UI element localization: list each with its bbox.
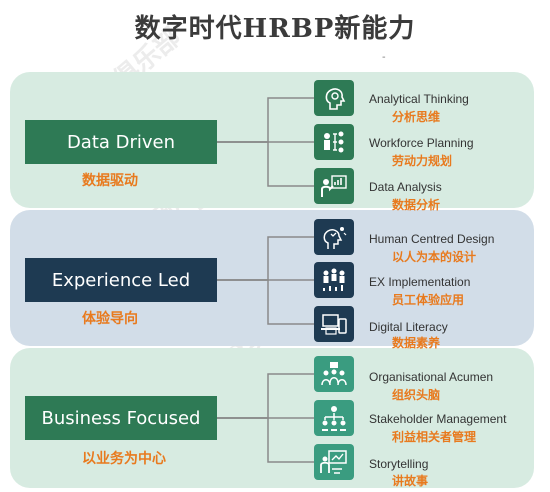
team-discussion-icon	[314, 356, 354, 392]
item-stakeholder-management-cn: 利益相关者管理	[392, 430, 477, 444]
head-gear-icon	[314, 80, 354, 116]
connector	[217, 279, 314, 325]
category-business-focused-cn: 以业务为中心	[82, 451, 166, 467]
item-storytelling-cn: 讲故事	[392, 474, 429, 488]
item-organisational-acumen: Organisational Acumen	[369, 370, 494, 384]
stakeholder-tree-icon	[314, 400, 354, 436]
item-ex-implementation: EX Implementation	[369, 275, 471, 289]
item-ex-implementation-cn: 员工体验应用	[392, 293, 465, 307]
devices-icon	[314, 306, 354, 342]
item-digital-literacy-cn: 数据素养	[392, 336, 441, 350]
item-storytelling: Storytelling	[369, 457, 429, 471]
item-workforce-planning: Workforce Planning	[369, 136, 474, 150]
item-human-centred-design: Human Centred Design	[369, 232, 495, 246]
head-ideas-icon	[314, 219, 354, 255]
category-data-driven: Data Driven	[25, 120, 217, 164]
item-organisational-acumen-cn: 组织头脑	[392, 388, 441, 402]
item-data-analysis-cn: 数据分析	[392, 198, 441, 212]
category-data-driven-cn: 数据驱动	[82, 173, 138, 189]
presentation-board-icon	[314, 444, 354, 480]
category-business-focused: Business Focused	[25, 396, 217, 440]
org-people-icon	[314, 124, 354, 160]
item-stakeholder-management: Stakeholder Management	[369, 412, 507, 426]
connector	[217, 141, 314, 187]
connector	[217, 373, 314, 419]
people-growth-icon	[314, 262, 354, 298]
item-data-analysis: Data Analysis	[369, 180, 442, 194]
category-experience-led: Experience Led	[25, 258, 217, 302]
item-analytical-thinking: Analytical Thinking	[369, 92, 469, 106]
connector	[217, 97, 314, 143]
presenter-chart-icon	[314, 168, 354, 204]
category-experience-led-cn: 体验导向	[82, 311, 138, 327]
page-title: 数字时代HRBP新能力	[134, 14, 416, 44]
connector	[217, 417, 314, 463]
header-dot: -	[382, 52, 386, 63]
item-analytical-thinking-cn: 分析思维	[392, 110, 441, 124]
connector	[217, 236, 314, 281]
item-human-centred-design-cn: 以人为本的设计	[392, 250, 477, 264]
item-digital-literacy: Digital Literacy	[369, 320, 448, 334]
item-workforce-planning-cn: 劳动力规划	[392, 154, 453, 168]
